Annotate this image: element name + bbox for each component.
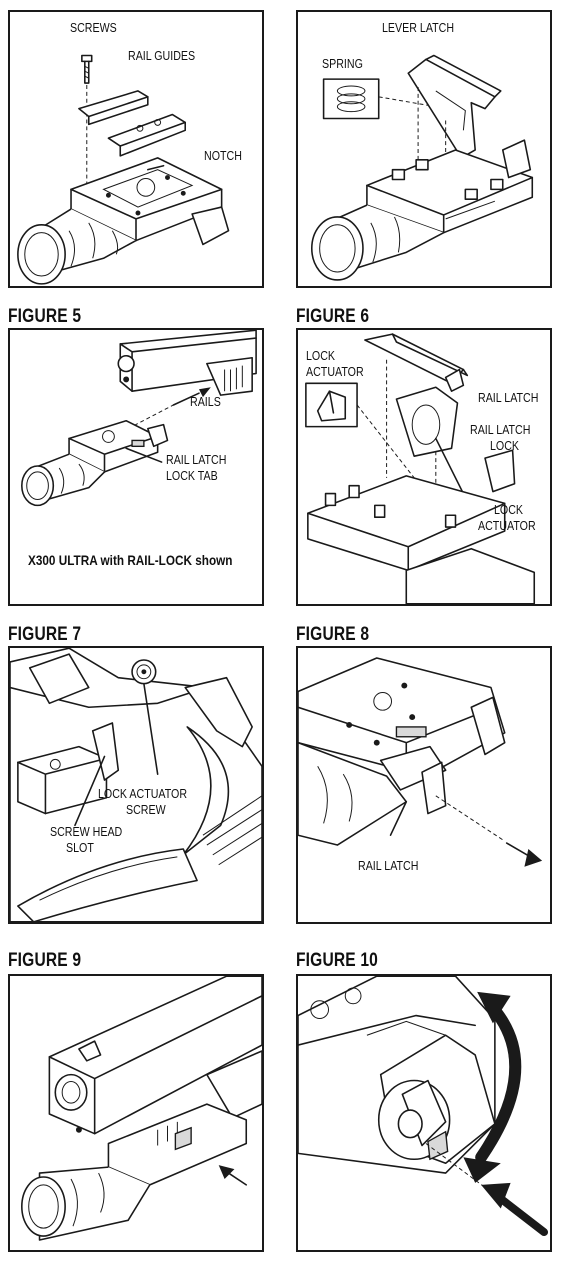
label-rail-latch: RAIL LATCH [166,452,227,467]
label-lock: LOCK [306,348,336,363]
panel-figure-8: RAIL LATCH [296,646,552,924]
label-rail-guides: RAIL GUIDES [128,48,196,63]
label-screw: SCREW [126,802,166,817]
weapon-light-diagram [310,54,534,281]
weapon-light-diagram [17,54,230,285]
figure-6-title: FIGURE 6 [296,306,370,327]
label-lock-actuator-line1: LOCK [494,502,524,517]
panel-lever-latch-spring: LEVER LATCH SPRING [296,10,552,288]
label-rail-latch: RAIL LATCH [358,858,419,873]
label-screw-head: SCREW HEAD [50,824,123,839]
panel-figure-5: RAILS RAIL LATCH LOCK TAB X300 ULTRA wit… [8,328,264,606]
label-actuator: ACTUATOR [306,364,364,379]
figure-5-caption: X300 ULTRA with RAIL-LOCK shown [28,552,233,568]
label-lock-actuator: LOCK ACTUATOR [98,786,188,801]
arrow-icon [425,1143,549,1237]
label-screws: SCREWS [70,20,117,35]
label-lock-actuator-line2: ACTUATOR [478,518,536,533]
weapon-light-diagram [298,657,543,867]
figure-7-title: FIGURE 7 [8,624,82,645]
label-lock-tab: LOCK TAB [166,468,218,483]
panel-figure-6: LOCK ACTUATOR RAIL LATCH RAIL LATCH LOCK… [296,328,552,606]
curved-arrow-icon [463,991,522,1183]
weapon-light-diagram [21,976,262,1241]
weapon-light-diagram [305,333,536,604]
label-rail-latch-lock-line2: LOCK [490,438,520,453]
label-rail-latch: RAIL LATCH [478,390,539,405]
label-slot: SLOT [66,840,94,855]
label-rails: RAILS [190,394,221,409]
figure-5-title: FIGURE 5 [8,306,82,327]
label-notch: NOTCH [204,148,242,163]
panel-figure-10 [296,974,552,1252]
weapon-light-diagram [298,976,549,1237]
label-rail-latch-lock-line1: RAIL LATCH [470,422,531,437]
label-lever-latch: LEVER LATCH [382,20,455,35]
panel-figure-9 [8,974,264,1252]
weapon-light-diagram [10,648,262,922]
figure-9-title: FIGURE 9 [8,950,82,971]
panel-screws-rail-guides: SCREWS RAIL GUIDES NOTCH [8,10,264,288]
weapon-light-diagram [21,330,257,507]
figure-8-title: FIGURE 8 [296,624,370,645]
label-spring: SPRING [322,56,363,71]
panel-figure-7: LOCK ACTUATOR SCREW SCREW HEAD SLOT [8,646,264,924]
figure-10-title: FIGURE 10 [296,950,378,971]
